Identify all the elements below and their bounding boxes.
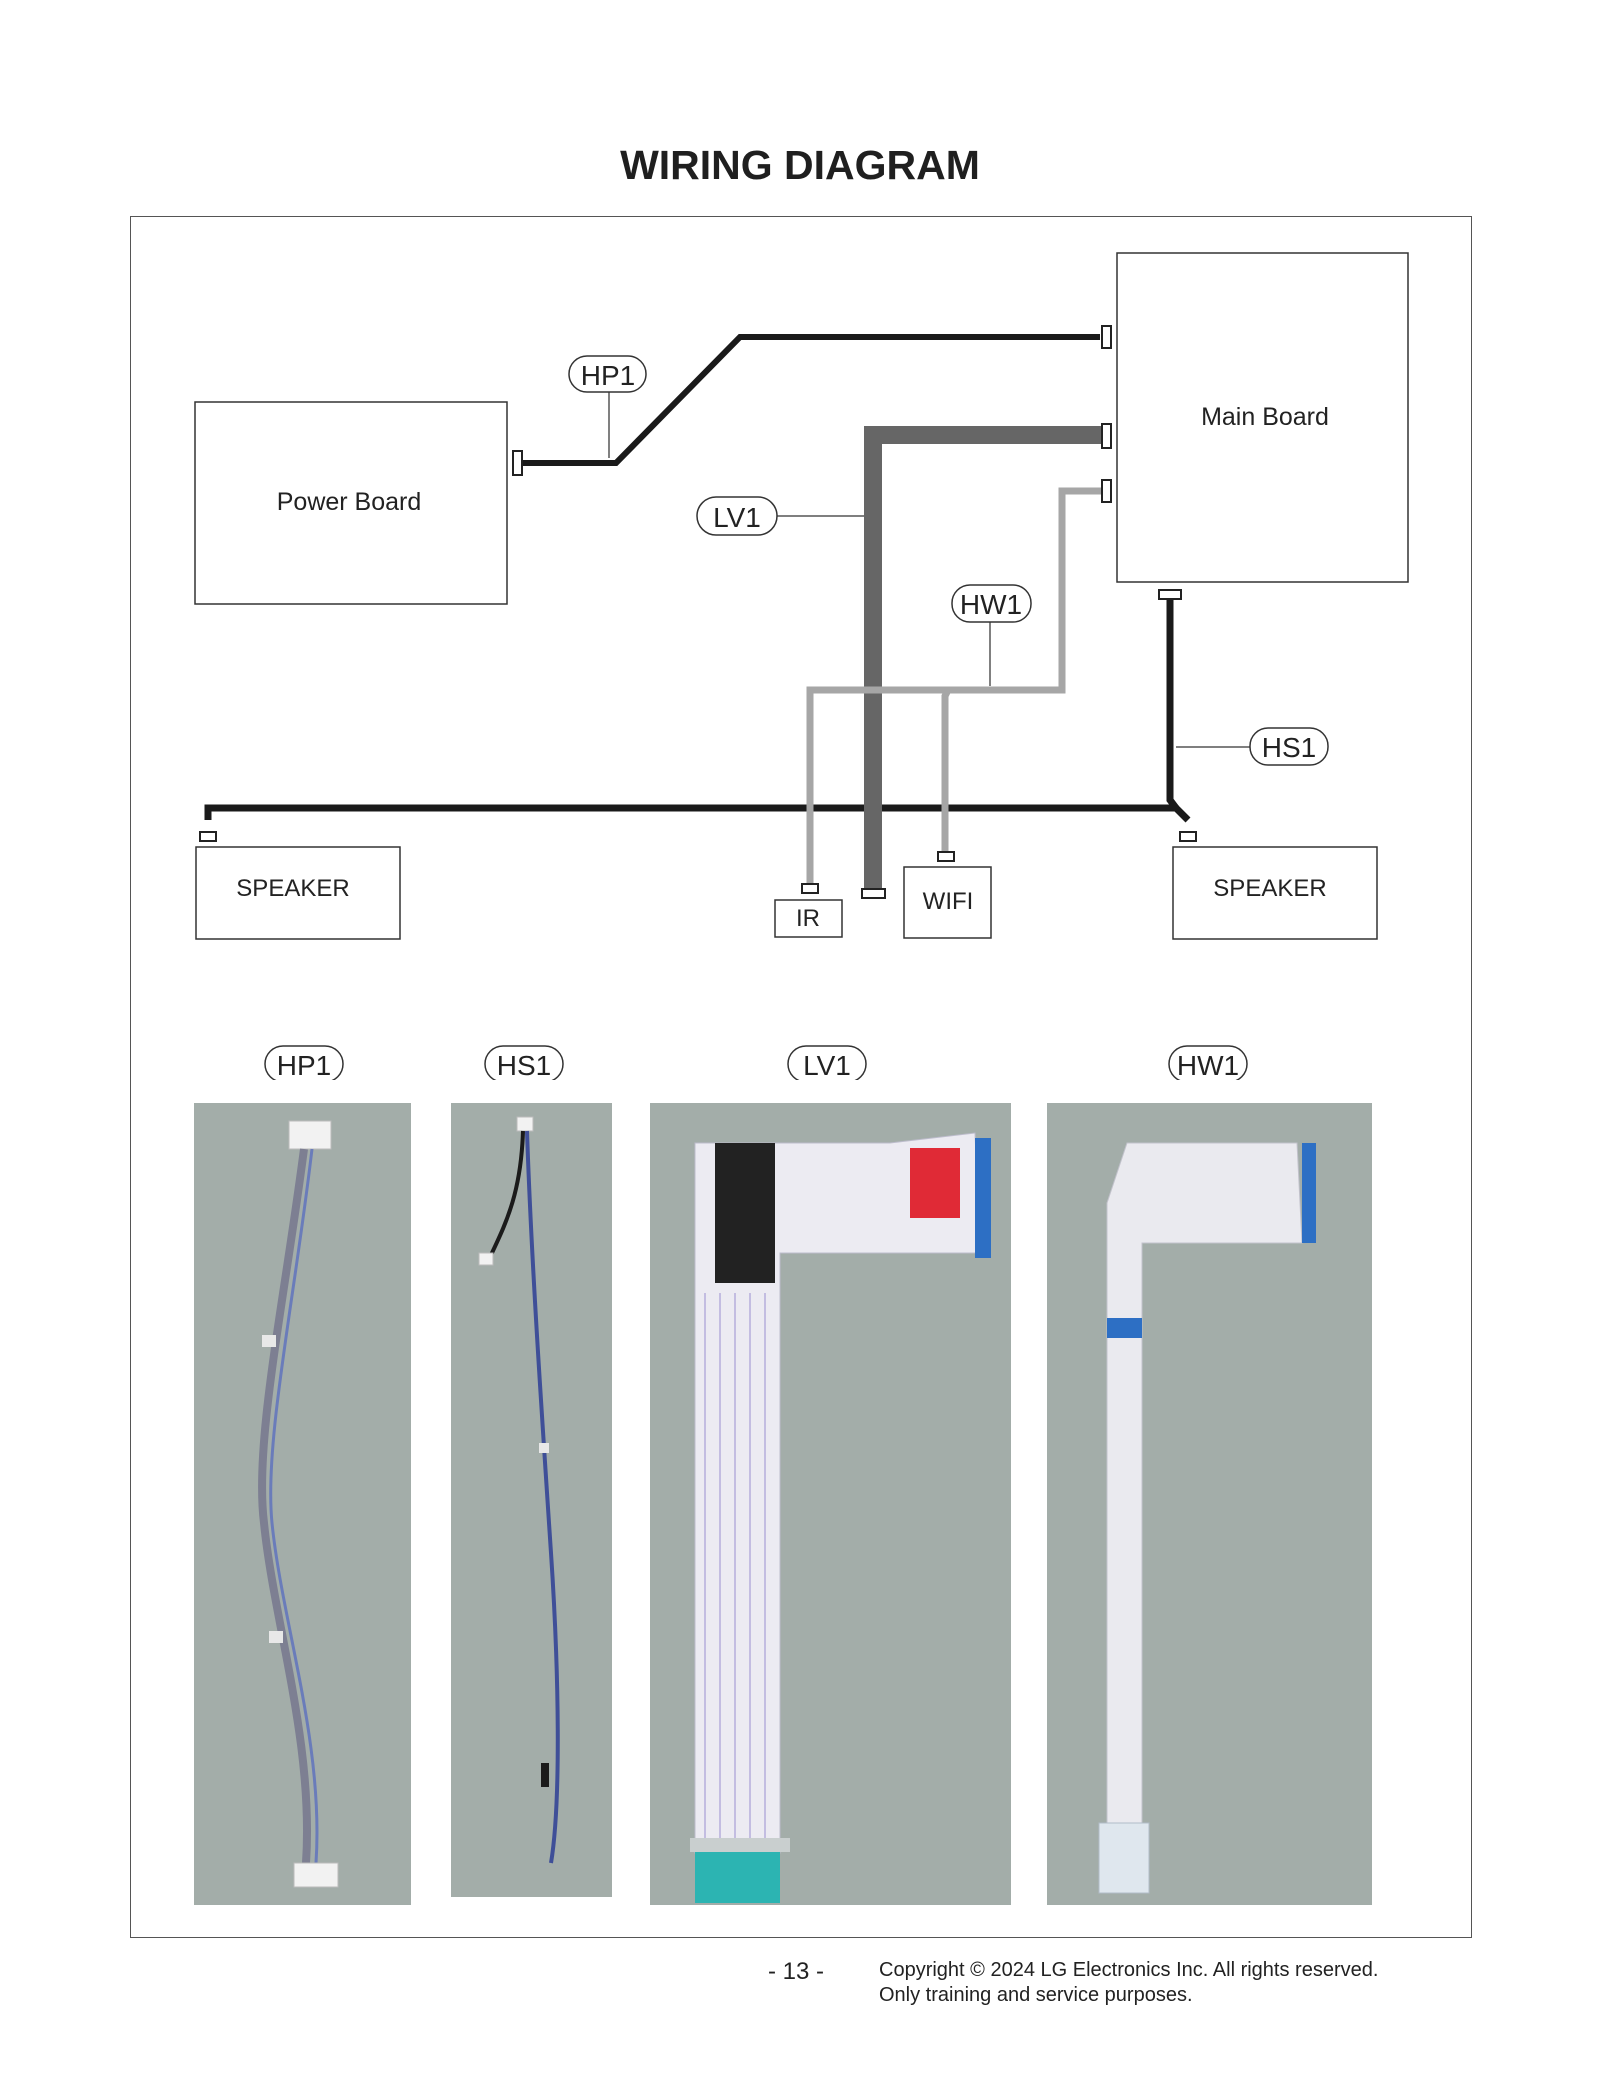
hp1-cable-label: HP1 — [581, 360, 635, 391]
photo-hw1-label: HW1 — [1177, 1050, 1239, 1080]
power-board-box — [194, 401, 508, 605]
photo-hp1-label: HP1 — [277, 1050, 331, 1080]
main-board-connector-hs1 — [1158, 589, 1182, 600]
main-board-box — [1116, 252, 1409, 583]
speaker-left-box — [195, 846, 401, 940]
photo-hs1-pill — [484, 1045, 564, 1080]
photo-lv1-label: LV1 — [803, 1050, 851, 1080]
lv1-pill — [696, 496, 778, 536]
lv1-cable-label: LV1 — [713, 502, 761, 533]
speaker-right-label: SPEAKER — [1213, 875, 1326, 902]
wifi-label: WIFI — [923, 888, 974, 915]
hp1-cable — [522, 334, 1100, 466]
copyright-notice: Copyright © 2024 LG Electronics Inc. All… — [879, 1958, 1378, 2008]
speaker-left-label: SPEAKER — [236, 875, 349, 902]
diagram-frame — [130, 216, 1472, 1938]
wiring-diagram: Power Board Main Board SPEAKER SPEAKER I… — [194, 252, 1409, 1080]
copyright-line-1: Copyright © 2024 LG Electronics Inc. All… — [879, 1959, 1379, 1981]
photo-hs1-label: HS1 — [497, 1050, 551, 1080]
copyright-line-2: Only training and service purposes. — [879, 1984, 1193, 2006]
page-title: WIRING DIAGRAM — [620, 142, 980, 188]
lv1-cable — [864, 426, 1102, 890]
photo-lv1-cable — [650, 1103, 1011, 1905]
wifi-box — [903, 866, 992, 939]
main-board-label: Main Board — [1201, 403, 1329, 431]
photo-hp1-pill — [264, 1045, 344, 1080]
ir-box — [774, 899, 843, 938]
hs1-cable-branch — [1166, 600, 1179, 811]
ir-connector — [801, 883, 819, 894]
lv1-end-connector — [861, 888, 886, 899]
hw1-pill — [951, 584, 1032, 623]
page-number: - 13 - — [768, 1958, 825, 1985]
hw1-cable-label: HW1 — [960, 589, 1022, 620]
hs1-cable-speaker-line — [204, 804, 1191, 823]
hw1-cable-wifi-branch — [941, 686, 1062, 852]
photo-hp1-cable — [194, 1103, 411, 1905]
photo-lv1-pill — [787, 1045, 867, 1080]
hs1-cable-label: HS1 — [1262, 732, 1316, 763]
hs1-pill — [1249, 727, 1329, 766]
main-board-connector-hp1 — [1101, 325, 1112, 349]
speaker-left-connector — [199, 831, 217, 842]
power-board-label: Power Board — [277, 488, 422, 516]
main-board-connector-lv1 — [1101, 423, 1112, 449]
photo-hw1-pill — [1168, 1045, 1248, 1080]
speaker-right-connector — [1179, 831, 1197, 842]
power-board-connector — [512, 450, 523, 476]
photo-hw1-cable — [1047, 1103, 1372, 1905]
ir-label: IR — [796, 905, 820, 932]
speaker-right-box — [1172, 846, 1378, 940]
hp1-pill — [568, 355, 647, 393]
main-board-connector-hw1 — [1101, 479, 1112, 503]
photo-hs1-cable — [451, 1103, 612, 1897]
wifi-connector — [937, 851, 955, 862]
